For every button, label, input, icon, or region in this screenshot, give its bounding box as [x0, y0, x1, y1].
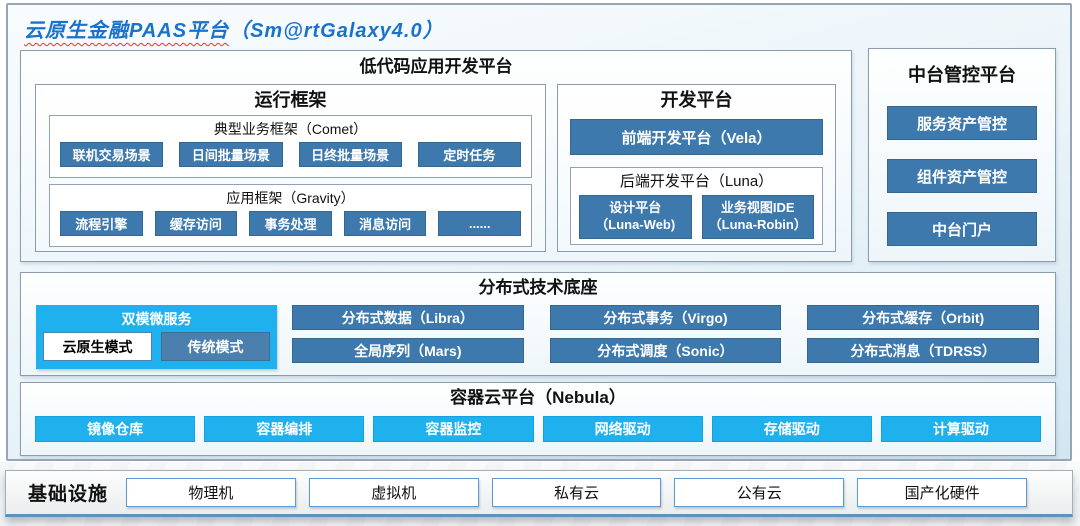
runtime-framework-panel: 运行框架 典型业务框架（Comet） 联机交易场景 日间批量场景 日终批量场景 … — [35, 84, 546, 252]
traditional-mode-box: 传统模式 — [161, 332, 270, 361]
comet-button-row: 联机交易场景 日间批量场景 日终批量场景 定时任务 — [50, 142, 531, 167]
comet-framework-title: 典型业务框架（Comet） — [213, 121, 368, 137]
comet-scenario-block: 联机交易场景 — [60, 142, 164, 167]
runtime-framework-title: 运行框架 — [254, 90, 327, 110]
luna-robin-line2: （Luna-Robin） — [708, 217, 807, 232]
nebula-platform-title: 容器云平台（Nebula） — [450, 388, 626, 407]
comet-framework-box: 典型业务框架（Comet） 联机交易场景 日间批量场景 日终批量场景 定时任务 — [49, 115, 532, 178]
diagram-title-suffix: （Sm@rtGalaxy4.0） — [229, 20, 444, 42]
infrastructure-box: 国产化硬件 — [857, 478, 1027, 507]
distributed-component-block: 分布式缓存（Orbit) — [807, 305, 1039, 330]
lowcode-platform-title: 低代码应用开发平台 — [359, 57, 513, 76]
vela-frontend-block: 前端开发平台（Vela） — [570, 119, 823, 155]
luna-web-line1: 设计平台 — [609, 200, 662, 216]
nebula-platform-panel: 容器云平台（Nebula） 镜像仓库 容器编排 容器监控 网络驱动 存储驱动 计… — [20, 382, 1056, 456]
nebula-capability-block: 存储驱动 — [711, 416, 872, 442]
midplatform-panel: 中台管控平台 服务资产管控 组件资产管控 中台门户 — [868, 48, 1056, 262]
midplatform-block: 中台门户 — [887, 212, 1037, 246]
nebula-capability-block: 镜像仓库 — [35, 416, 196, 442]
gravity-capability-block: ...... — [438, 211, 521, 236]
infrastructure-box: 公有云 — [674, 478, 845, 507]
nebula-capability-block: 网络驱动 — [542, 416, 703, 442]
cloud-native-mode-box: 云原生模式 — [43, 332, 152, 361]
luna-robin-line1: 业务视图IDE — [720, 200, 795, 216]
distributed-component-block: 分布式消息（TDRSS） — [807, 338, 1039, 363]
dev-platform-panel: 开发平台 前端开发平台（Vela） 后端开发平台（Luna） 设计平台 （Lun… — [557, 84, 836, 252]
infrastructure-box: 物理机 — [126, 478, 296, 507]
infrastructure-bar: 基础设施 物理机 虚拟机 私有云 公有云 国产化硬件 — [5, 470, 1073, 517]
nebula-capability-block: 容器编排 — [204, 416, 365, 442]
luna-backend-box: 后端开发平台（Luna） 设计平台 （Luna-Web) 业务视图IDE （Lu… — [570, 167, 823, 245]
gravity-framework-title: 应用框架（Gravity） — [226, 190, 355, 206]
gravity-capability-block: 流程引擎 — [60, 211, 143, 236]
distributed-component-block: 分布式调度（Sonic） — [549, 338, 782, 363]
luna-button-row: 设计平台 （Luna-Web) 业务视图IDE （Luna-Robin） — [571, 195, 822, 239]
distributed-base-title: 分布式技术底座 — [478, 278, 598, 297]
infrastructure-boxes: 物理机 虚拟机 私有云 公有云 国产化硬件 — [126, 478, 1027, 507]
dualmode-microservice-box: 双模微服务 云原生模式 传统模式 — [36, 305, 277, 369]
midplatform-block: 组件资产管控 — [887, 159, 1037, 193]
comet-scenario-block: 定时任务 — [417, 142, 521, 167]
dev-platform-title: 开发平台 — [660, 90, 733, 110]
distributed-component-block: 分布式事务（Virgo) — [549, 305, 782, 330]
luna-backend-title: 后端开发平台（Luna） — [619, 173, 774, 190]
midplatform-block: 服务资产管控 — [887, 106, 1037, 140]
lowcode-platform-panel: 低代码应用开发平台 运行框架 典型业务框架（Comet） 联机交易场景 日间批量… — [20, 50, 852, 262]
luna-web-block: 设计平台 （Luna-Web) — [579, 195, 692, 239]
distributed-base-panel: 分布式技术底座 双模微服务 云原生模式 传统模式 分布式数据（Libra） 分布… — [20, 272, 1056, 376]
nebula-capability-block: 计算驱动 — [880, 416, 1042, 442]
nebula-button-row: 镜像仓库 容器编排 容器监控 网络驱动 存储驱动 计算驱动 — [21, 416, 1055, 442]
nebula-capability-block: 容器监控 — [373, 416, 534, 442]
distributed-grid: 分布式数据（Libra） 分布式事务（Virgo) 分布式缓存（Orbit) 全… — [292, 305, 1039, 369]
comet-scenario-block: 日终批量场景 — [298, 142, 402, 167]
infrastructure-box: 虚拟机 — [308, 478, 479, 507]
infrastructure-label: 基础设施 — [28, 484, 109, 505]
luna-web-line2: （Luna-Web) — [595, 217, 676, 232]
diagram-title: 云原生金融PAAS平台（Sm@rtGalaxy4.0） — [24, 14, 444, 43]
comet-scenario-block: 日间批量场景 — [179, 142, 283, 167]
architecture-diagram: 云原生金融PAAS平台（Sm@rtGalaxy4.0） 低代码应用开发平台 运行… — [6, 3, 1072, 461]
infrastructure-box: 私有云 — [491, 478, 662, 507]
gravity-capability-block: 事务处理 — [249, 211, 332, 236]
distributed-component-block: 分布式数据（Libra） — [292, 305, 524, 330]
gravity-capability-block: 缓存访问 — [154, 211, 238, 236]
luna-robin-block: 业务视图IDE （Luna-Robin） — [701, 195, 814, 239]
dualmode-title: 双模微服务 — [121, 311, 192, 327]
dualmode-row: 云原生模式 传统模式 — [43, 332, 270, 361]
gravity-framework-box: 应用框架（Gravity） 流程引擎 缓存访问 事务处理 消息访问 ...... — [49, 184, 532, 247]
distributed-component-block: 全局序列（Mars) — [292, 338, 524, 363]
gravity-button-row: 流程引擎 缓存访问 事务处理 消息访问 ...... — [50, 211, 531, 236]
distributed-content: 双模微服务 云原生模式 传统模式 分布式数据（Libra） 分布式事务（Virg… — [36, 305, 1039, 369]
midplatform-title: 中台管控平台 — [908, 65, 1016, 85]
gravity-capability-block: 消息访问 — [343, 211, 427, 236]
diagram-title-main: 云原生金融PAAS平台 — [24, 20, 230, 42]
